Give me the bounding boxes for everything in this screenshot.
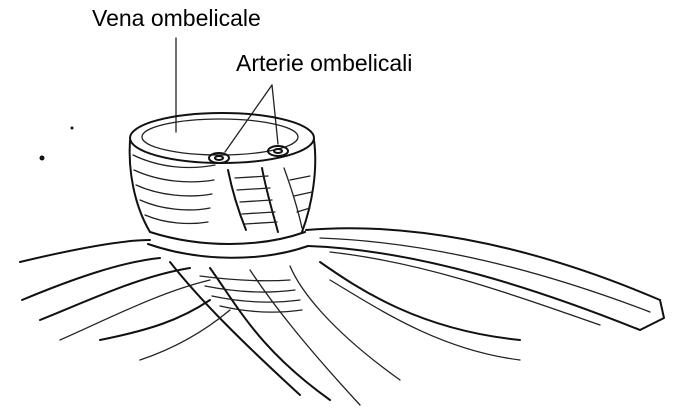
abdominal-skin-folds	[20, 240, 520, 405]
artery-leader-line-left	[225, 85, 272, 152]
artery-leader-line-right	[272, 85, 278, 144]
cord-stump	[130, 113, 316, 232]
stray-mark	[71, 127, 74, 130]
umbilical-vein-label: Vena ombelicale	[92, 7, 261, 30]
stray-mark	[40, 156, 45, 161]
umbilical-arteries-label: Arterie ombelicali	[236, 52, 412, 75]
